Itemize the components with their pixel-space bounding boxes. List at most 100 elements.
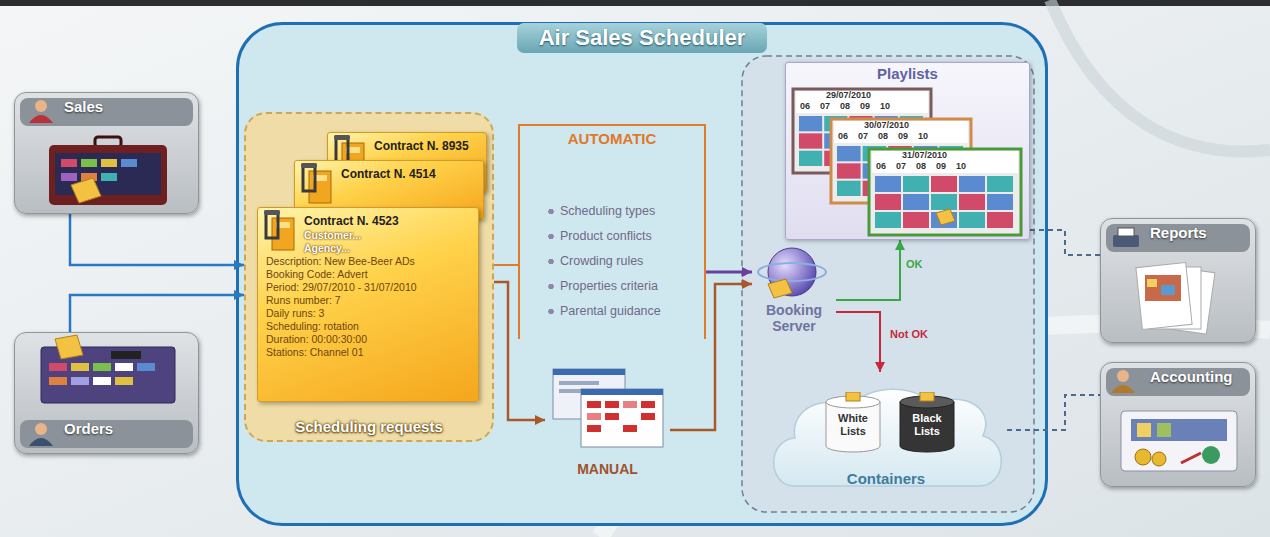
request-area: Scheduling requests Contract N. 8935Contr… <box>244 112 494 442</box>
manual-panel-text: MANUAL <box>577 461 638 477</box>
playlist-panel: Playlists <box>785 62 1030 240</box>
contract-card-text: Runs number: 7 <box>266 294 470 307</box>
illustration-part <box>1113 235 1139 247</box>
manual-panel: MANUAL <box>545 365 670 477</box>
illustration-part <box>1202 446 1220 464</box>
illustration <box>786 63 1028 241</box>
illustration <box>15 93 200 215</box>
server-node-text: Booking Server <box>752 302 836 334</box>
illustration-part <box>301 163 317 168</box>
illustration-part <box>20 420 193 448</box>
playlist-panel-text: Playlists <box>786 65 1029 83</box>
black-list-store: Black Lists <box>896 392 958 454</box>
illustration <box>258 208 302 258</box>
illustration-part <box>29 115 53 123</box>
illustration-part <box>1152 452 1166 466</box>
illustration-part <box>111 351 141 359</box>
illustration-part <box>641 413 655 420</box>
illustration-part <box>71 377 89 385</box>
illustration-part <box>623 401 637 408</box>
illustration-part <box>799 116 822 131</box>
contract-card-text: Duration: 00:00:30:00 <box>266 333 470 346</box>
illustration-part <box>553 369 625 375</box>
automatic-bracket: AUTOMATICScheduling typesProduct conflic… <box>518 124 706 339</box>
output-panel: Reports <box>1100 218 1256 343</box>
illustration-part <box>587 413 601 420</box>
illustration-part <box>61 173 77 181</box>
contract-card-text: Contract N. 8935 <box>336 138 478 154</box>
contract-card-text: Agency... <box>266 242 470 255</box>
illustration-part <box>931 194 957 210</box>
contract-card-text: Booking Code: Advert <box>266 268 470 281</box>
illustration-part <box>826 402 880 452</box>
illustration-part <box>872 151 1018 173</box>
edge-label: OK <box>904 258 908 270</box>
illustration-part <box>581 389 663 447</box>
system-boundary: Air Sales SchedulerScheduling requestsCo… <box>236 22 1048 526</box>
contract-card-text: Customer... <box>266 229 470 242</box>
illustration-part <box>101 159 117 167</box>
illustration-part <box>35 100 47 112</box>
contract-card-text: Contract N. 4514 <box>303 166 475 182</box>
illustration-part <box>1131 419 1227 441</box>
container-cloud-text: Containers <box>847 470 925 487</box>
illustration-part <box>1161 285 1175 295</box>
illustration-part <box>903 194 929 210</box>
source-panel-text: Sales <box>20 98 193 126</box>
connector <box>1007 395 1100 430</box>
contract-card-text: Scheduling: rotation <box>266 320 470 333</box>
illustration-part <box>987 212 1013 228</box>
illustration-part <box>837 146 861 161</box>
illustration <box>545 365 670 473</box>
illustration-part <box>768 279 792 298</box>
illustration-part <box>49 363 67 371</box>
illustration-part <box>1117 370 1129 382</box>
illustration-part <box>875 212 901 228</box>
illustration-part <box>81 159 97 167</box>
automatic-bracket-text: Product conflicts <box>520 224 704 249</box>
illustration-part <box>93 363 111 371</box>
illustration-part <box>1157 423 1171 437</box>
illustration-part <box>71 363 89 371</box>
illustration-part <box>1147 279 1157 287</box>
illustration-part <box>1111 385 1135 393</box>
contract-card-text: Contract N. 4523 <box>266 213 470 229</box>
illustration-part <box>1106 368 1250 396</box>
server-node: Booking Server <box>752 244 836 352</box>
illustration-part <box>61 159 77 167</box>
system-boundary-text: Air Sales Scheduler <box>517 23 768 53</box>
illustration-part <box>303 165 315 191</box>
illustration-part <box>137 363 155 371</box>
output-panel-text: Reports <box>1106 224 1250 252</box>
connector <box>1030 230 1100 255</box>
illustration-part <box>774 389 1002 486</box>
illustration-part <box>1106 224 1250 252</box>
illustration-part <box>1136 263 1192 330</box>
contract-card-text: Description: New Bee-Beer ADs <box>266 255 470 268</box>
illustration-part <box>20 98 193 126</box>
background-part <box>1050 0 1270 151</box>
illustration-part <box>837 181 861 196</box>
illustration-part <box>799 133 822 148</box>
illustration-part <box>115 377 133 385</box>
illustration-part <box>987 194 1013 210</box>
illustration-part <box>959 176 985 192</box>
illustration-part <box>93 377 111 385</box>
illustration <box>295 161 339 211</box>
contract-card: Contract N. 4523Customer...Agency...Desc… <box>257 207 479 402</box>
source-panel: Sales <box>14 92 199 214</box>
illustration-part <box>35 423 47 435</box>
connector <box>836 312 880 372</box>
illustration-part <box>309 171 331 203</box>
illustration-part <box>641 401 655 408</box>
request-area-text: Scheduling requests <box>295 418 443 435</box>
automatic-bracket-text: Scheduling types <box>520 199 704 224</box>
automatic-bracket-text: Properties criteria <box>520 274 704 299</box>
illustration-part <box>931 176 957 192</box>
illustration-part <box>903 176 929 192</box>
illustration-part <box>959 194 985 210</box>
illustration-part <box>903 212 929 228</box>
illustration-part <box>875 194 901 210</box>
